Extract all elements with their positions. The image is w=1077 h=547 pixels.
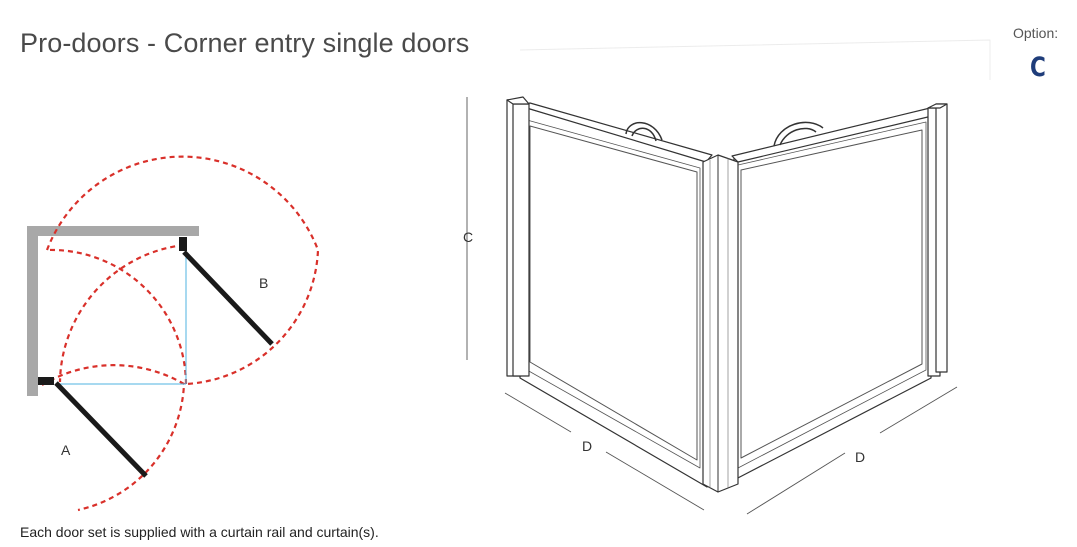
swing-arc-b [45, 155, 320, 386]
elevation-view [506, 39, 991, 493]
dim-label-width-left: D [582, 438, 592, 454]
dim-line-d-left-2 [605, 451, 705, 511]
right-panel-glass [740, 129, 923, 459]
door-a-label: A [61, 442, 71, 458]
page-title: Pro-doors - Corner entry single doors [20, 28, 470, 58]
door-swing-arcs [41, 155, 320, 512]
dimension-lines [466, 97, 958, 515]
hinge-a [38, 377, 54, 385]
dim-line-d-left-1 [504, 392, 572, 433]
left-panel-inner-line [526, 119, 701, 469]
swing-arc-b-inner [58, 243, 185, 383]
swing-arc-a [41, 364, 186, 512]
dim-label-height: C [463, 229, 473, 245]
right-end-post-face [935, 103, 948, 373]
left-end-post-face [512, 103, 530, 377]
left-panel-glass [529, 125, 698, 461]
right-panel-inner-line [737, 121, 927, 469]
swing-arc-a-inner [46, 248, 188, 385]
door-b-label: B [259, 275, 268, 291]
left-end-post-cap [506, 96, 530, 105]
hinge-b [179, 237, 187, 251]
door-a [54, 381, 148, 478]
dim-label-width-right: D [855, 449, 865, 465]
footer-caption: Each door set is supplied with a curtain… [20, 524, 379, 540]
left-wall [27, 226, 38, 396]
dim-line-d-right-1 [746, 452, 846, 515]
center-post [702, 154, 739, 493]
handle-left [625, 121, 663, 142]
door-b [182, 250, 274, 346]
handle-right [773, 121, 824, 147]
right-end-post-cap [927, 103, 948, 109]
top-wall [27, 226, 199, 236]
plan-view: B A [27, 155, 320, 512]
dim-line-d-right-2 [879, 386, 958, 434]
option-label: Option: [1013, 25, 1059, 41]
option-value: C [1030, 52, 1046, 83]
